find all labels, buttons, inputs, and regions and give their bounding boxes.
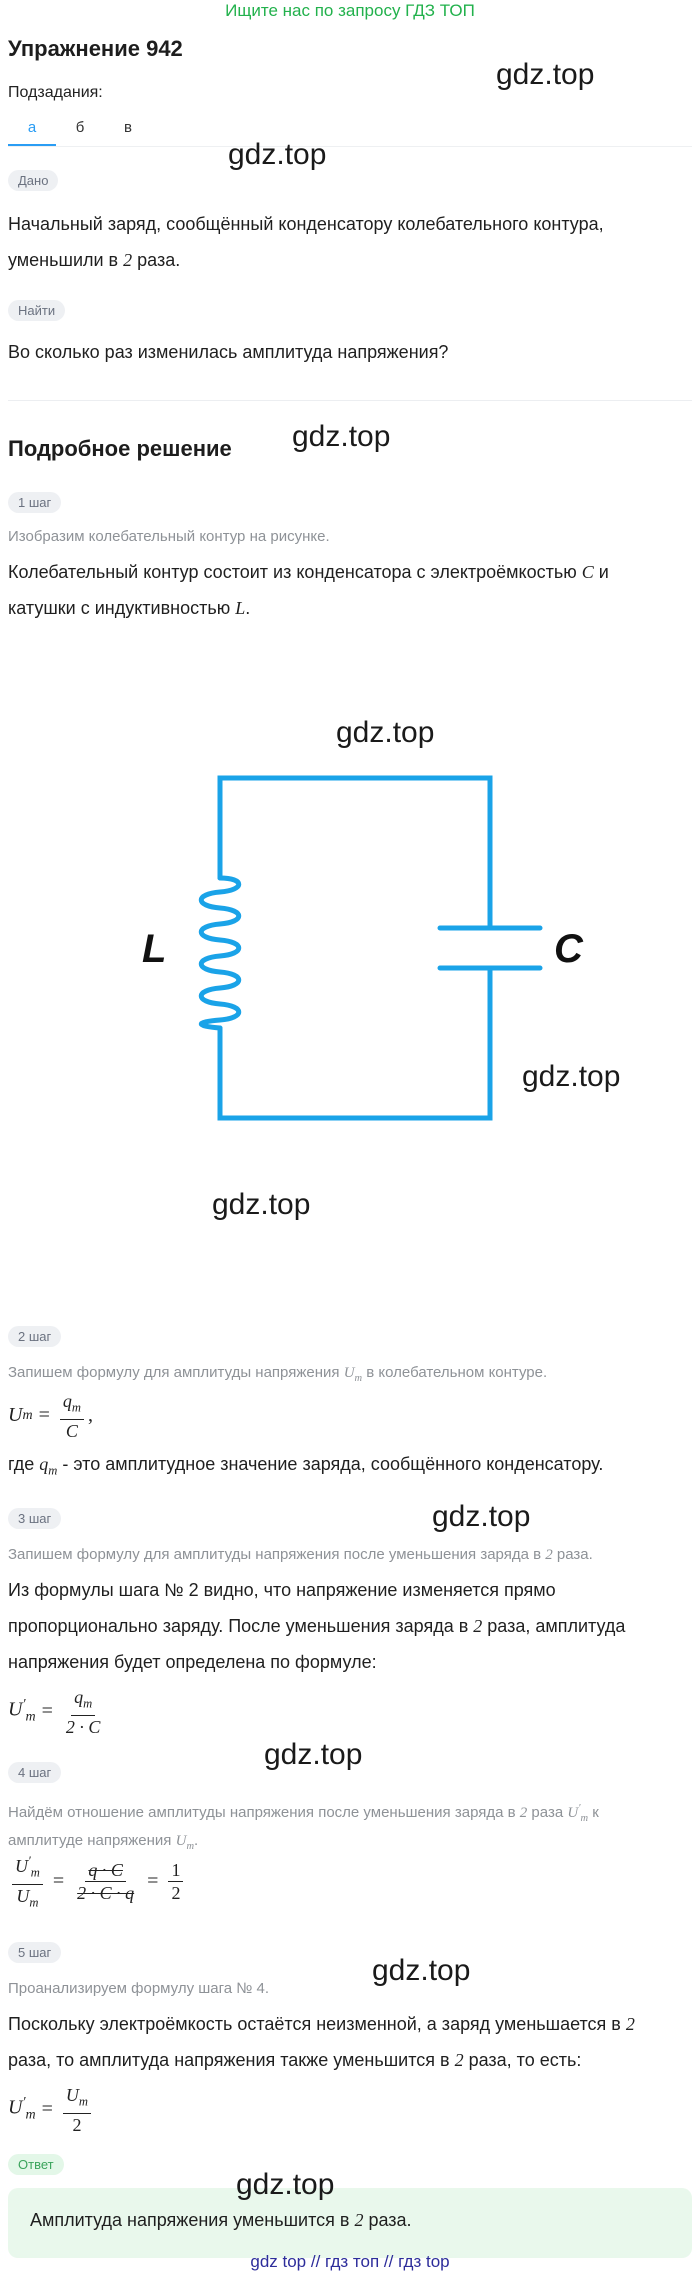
step5-hint: Проанализируем формулу шага № 4. <box>8 1980 270 1997</box>
step2-badge: 2 шаг <box>8 1326 62 1347</box>
footer-link-gdz-top-ru[interactable]: гдз топ <box>325 2252 380 2271</box>
tab-b[interactable]: б <box>75 119 85 136</box>
circuit-wire-bottom <box>217 965 493 1121</box>
lc-circuit-diagram: L C <box>142 775 584 1121</box>
watermark: gdz.top <box>522 1060 621 1093</box>
inductor-coil <box>198 875 242 1031</box>
step3-badge: 3 шаг <box>8 1508 62 1529</box>
page-title: Упражнение 942 <box>8 36 183 61</box>
watermark: gdz.top <box>432 1500 531 1533</box>
tabs-divider <box>8 146 692 147</box>
find-badge: Найти <box>8 300 66 321</box>
footer-links: gdz top // гдз топ // гдз top <box>0 2252 700 2272</box>
solution-title: Подробное решение <box>8 436 232 461</box>
watermark: gdz.top <box>236 2168 335 2201</box>
tab-a[interactable]: а <box>8 116 56 146</box>
watermark: gdz.top <box>372 1954 471 1987</box>
subtasks-label: Подзадания: <box>8 84 103 101</box>
answer-badge: Ответ <box>8 2154 64 2175</box>
circuit-wire-top <box>217 775 493 931</box>
given-text: Начальный заряд, сообщённый конденсатору… <box>8 214 604 270</box>
step4-hint: Найдём отношение амплитуды напряжения по… <box>8 1803 599 1852</box>
diagram-label-L: L <box>142 927 166 971</box>
step5-text: Поскольку электроёмкость остаётся неизме… <box>8 2014 635 2070</box>
step2-note: где qm - это амплитудное значение заряда… <box>8 1454 604 1478</box>
footer-separator: // <box>310 2252 321 2271</box>
step1-text: Колебательный контур состоит из конденса… <box>8 562 609 618</box>
given-badge: Дано <box>8 170 59 191</box>
footer-link-gdz-top[interactable]: gdz top <box>250 2252 307 2271</box>
step1-hint: Изобразим колебательный контур на рисунк… <box>8 528 330 545</box>
step5-badge: 5 шаг <box>8 1942 62 1963</box>
section-divider <box>8 400 692 401</box>
step1-badge: 1 шаг <box>8 492 62 513</box>
answer-text: Амплитуда напряжения уменьшится в 2 раза… <box>30 2210 412 2230</box>
cancel-fraction: q · C 2 · C · q <box>77 1860 135 1904</box>
footer-link-gdz-top-mixed[interactable]: гдз top <box>398 2252 450 2271</box>
watermark: gdz.top <box>228 138 327 171</box>
step2-hint: Запишем формулу для амплитуды напряжения… <box>8 1364 548 1384</box>
tab-v[interactable]: в <box>124 119 132 136</box>
watermark: gdz.top <box>496 58 595 91</box>
step4-badge: 4 шаг <box>8 1762 62 1783</box>
watermark: gdz.top <box>336 716 435 749</box>
watermark: gdz.top <box>264 1738 363 1771</box>
top-promo-link[interactable]: Ищите нас по запросу ГДЗ ТОП <box>225 1 475 20</box>
watermark: gdz.top <box>212 1188 311 1221</box>
answer-box <box>8 2188 692 2258</box>
watermark: gdz.top <box>292 420 391 453</box>
diagram-label-C: C <box>554 927 584 971</box>
step3-text: Из формулы шага № 2 видно, что напряжени… <box>8 1580 626 1672</box>
find-text: Во сколько раз изменилась амплитуда напр… <box>8 342 449 362</box>
subtask-tabs: а б в <box>8 116 152 146</box>
step3-hint: Запишем формулу для амплитуды напряжения… <box>8 1546 593 1563</box>
footer-separator: // <box>383 2252 394 2271</box>
